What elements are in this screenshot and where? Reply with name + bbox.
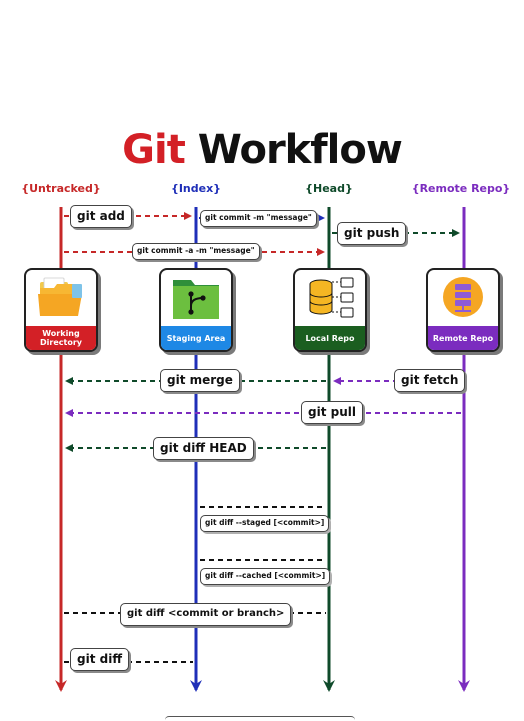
database-icon xyxy=(309,277,354,318)
cmd-git-commit-m: git commit -m "message" xyxy=(200,210,317,227)
staging-area-label: Staging Area xyxy=(161,326,231,350)
working-directory-label: Working Directory xyxy=(26,326,96,350)
cmd-git-pull: git pull xyxy=(301,401,363,424)
remote-repo-label: Remote Repo xyxy=(428,326,498,350)
cmd-git-diff: git diff xyxy=(70,648,130,671)
cmd-git-diff-cached: git diff --cached [<commit>] xyxy=(200,568,331,585)
cmd-git-push: git push xyxy=(337,222,407,245)
title-workflow: Workflow xyxy=(197,127,403,173)
card-working-directory: Working Directory xyxy=(24,268,98,352)
server-icon xyxy=(443,277,483,317)
bottom-bar xyxy=(165,716,355,721)
local-repo-label: Local Repo xyxy=(295,326,365,350)
lane-label-index: {Index} xyxy=(170,182,222,195)
diagram-title: Git Workflow xyxy=(0,126,524,174)
cmd-git-add: git add xyxy=(70,205,132,228)
cmd-git-diff-commit: git diff <commit or branch> xyxy=(120,603,292,626)
title-git: Git xyxy=(122,127,186,173)
cmd-git-commit-a: git commit -a -m "message" xyxy=(132,243,260,260)
git-branch-folder-icon xyxy=(173,280,219,319)
card-staging-area: Staging Area xyxy=(159,268,233,352)
card-remote-repo: Remote Repo xyxy=(426,268,500,352)
cmd-git-merge: git merge xyxy=(160,369,240,392)
cmd-git-fetch: git fetch xyxy=(394,369,466,392)
cmd-git-diff-staged: git diff --staged [<commit>] xyxy=(200,515,330,532)
lane-label-head: {Head} xyxy=(305,182,353,195)
card-local-repo: Local Repo xyxy=(293,268,367,352)
lane-label-untracked: {Untracked} xyxy=(21,182,101,195)
folder-icon xyxy=(38,277,82,316)
cmd-git-diff-head: git diff HEAD xyxy=(153,437,254,460)
lane-label-remote: {Remote Repo} xyxy=(411,182,511,195)
